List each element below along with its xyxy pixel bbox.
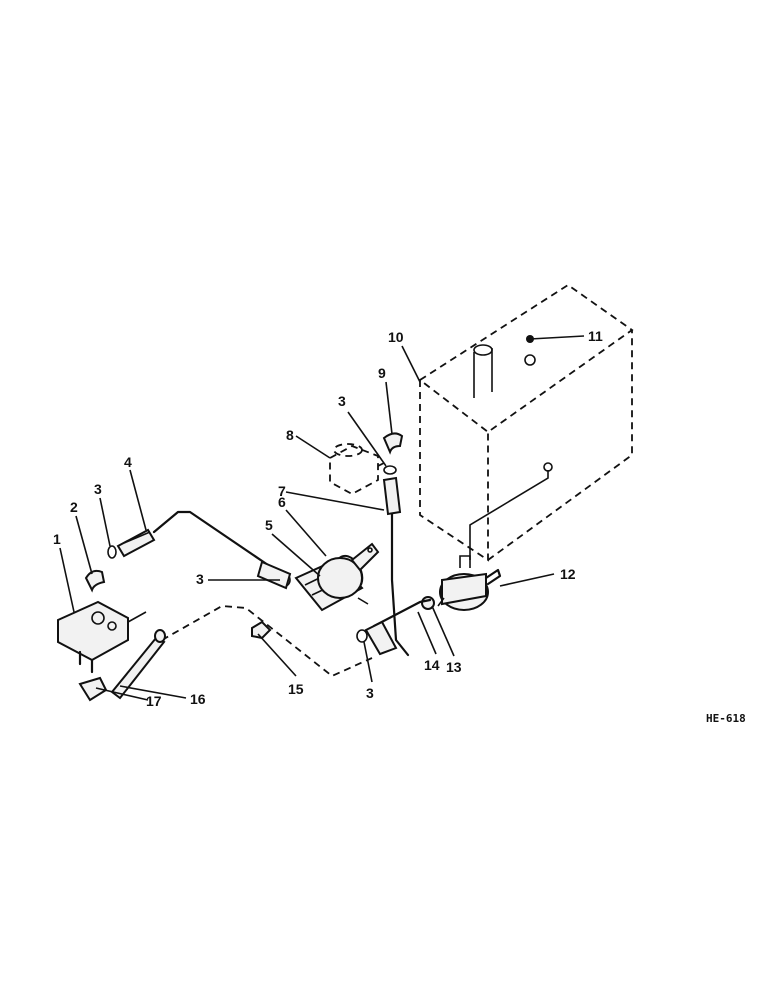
fuel-pump [57, 600, 147, 674]
fuel-hose-left [116, 528, 156, 558]
callout-8: 8 [286, 427, 294, 443]
callout-1: 1 [53, 531, 61, 547]
callout-17: 17 [146, 693, 162, 709]
callout-15: 15 [288, 681, 304, 697]
callout-12: 12 [560, 566, 576, 582]
fuel-line-vertical [390, 512, 410, 657]
callout-3c: 3 [338, 393, 346, 409]
fuel-hose-lower [364, 620, 398, 656]
elbow-fitting [84, 569, 106, 593]
callout-14: 14 [424, 657, 440, 673]
callout-3d: 3 [366, 685, 374, 701]
return-line [161, 605, 373, 678]
fuel-tank [418, 283, 634, 562]
line-nut [251, 620, 272, 640]
leader-lines [59, 335, 585, 701]
elbow-fitting-upper [382, 432, 404, 455]
callout-2: 2 [70, 499, 78, 515]
fuel-strainer [437, 555, 502, 611]
filter-mounting-bracket [317, 542, 380, 599]
fuel-line-upper [152, 510, 270, 567]
callout-4: 4 [124, 454, 132, 470]
adapter-housing [329, 443, 387, 496]
callout-11: 11 [588, 328, 603, 344]
fuel-hose-filter-inlet [256, 560, 292, 590]
fuel-hose-vertical [382, 476, 402, 516]
hose-clamp-upper-left [107, 545, 117, 559]
pump-fitting [110, 629, 166, 700]
hose-clamp-lower [356, 629, 368, 643]
callout-6: 6 [278, 494, 286, 510]
callout-3b: 3 [196, 571, 204, 587]
callout-7: 7 [278, 483, 286, 499]
callout-5: 5 [265, 517, 273, 533]
hose-clamp-upper [383, 465, 397, 475]
callout-16: 16 [190, 691, 206, 707]
callout-3a: 3 [94, 481, 102, 497]
figure-reference: HE-618 [706, 712, 746, 725]
callout-10: 10 [388, 329, 404, 345]
fuel-line-tank [372, 598, 432, 628]
callout-13: 13 [446, 659, 462, 675]
callout-9: 9 [378, 365, 386, 381]
